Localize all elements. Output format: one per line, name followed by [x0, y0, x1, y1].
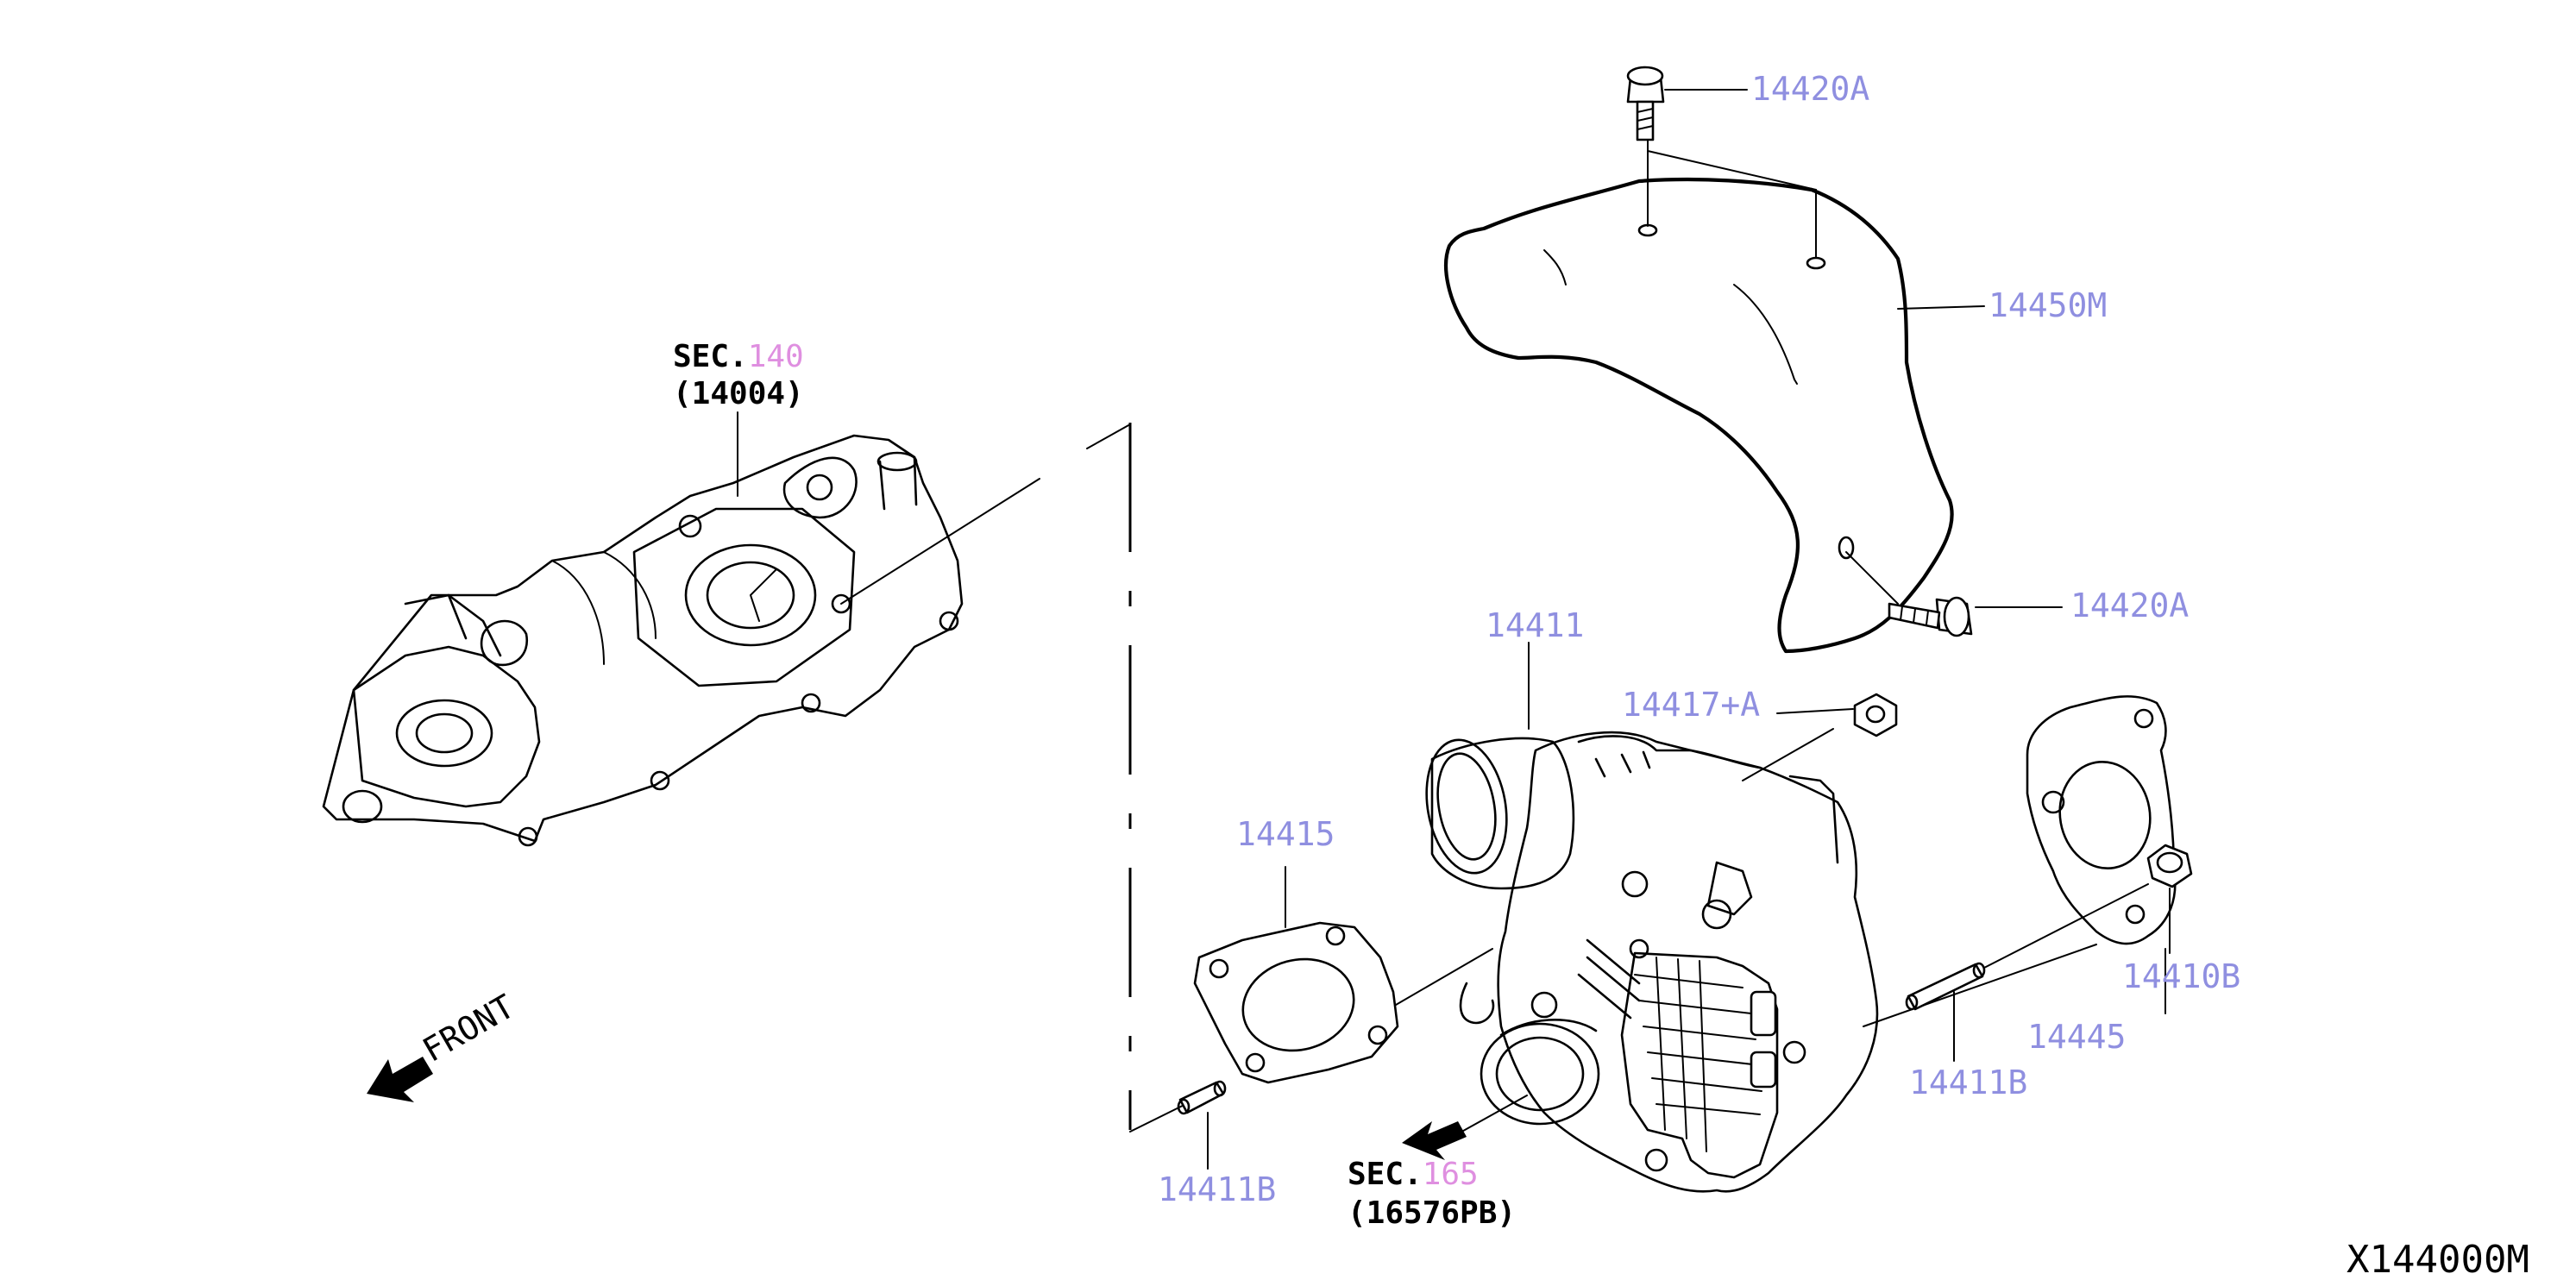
nut-stud-icon	[1853, 693, 1898, 737]
gasket-left	[1193, 921, 1399, 1084]
bolt-right-icon	[1888, 596, 1973, 637]
sec165-part: (16576PB)	[1348, 1195, 1516, 1231]
callout-nut-stud: 14417+A	[1622, 686, 1760, 724]
callout-nut-right: 14410B	[2122, 957, 2240, 995]
stud-left-icon	[1177, 1080, 1227, 1115]
diagram-code: X144000M	[2347, 1238, 2529, 1280]
bolt-top-icon	[1626, 66, 1665, 141]
nut-stud-leader-line	[1776, 708, 1854, 714]
gasket-right	[2026, 695, 2177, 945]
callout-bolt-top: 14420A	[1751, 70, 1869, 108]
nut-stud-to-turbo-line	[1742, 728, 1834, 781]
bolt-right-to-insulator	[1845, 551, 1899, 605]
callout-bolt-right: 14420A	[2070, 587, 2189, 624]
heat-insulator	[1443, 177, 1954, 654]
callout-gasket-right: 14445	[2027, 1018, 2126, 1056]
sec165-prefix: SEC.	[1348, 1157, 1423, 1192]
stud-right-icon	[1905, 962, 1986, 1011]
turbocharger	[1425, 731, 1879, 1193]
insulator-bolt-line-2	[1647, 150, 1817, 191]
stud-right-to-nut-line	[1983, 883, 2149, 969]
sec165-arrow-icon	[1402, 1121, 1467, 1160]
nut-right-icon	[2146, 844, 2193, 888]
front-arrow-icon	[367, 1057, 433, 1102]
callout-gasket-left: 14415	[1236, 815, 1335, 853]
exhaust-manifold	[322, 434, 964, 847]
sec140-prefix: SEC.	[673, 339, 748, 374]
callout-turbocharger: 14411	[1486, 606, 1584, 644]
sec140-number: 140	[748, 339, 804, 374]
separator-top	[1086, 424, 1131, 449]
sec165-leader-line	[1448, 1095, 1528, 1139]
sec140-part: (14004)	[673, 376, 804, 411]
sec140-ref: SEC.140	[673, 339, 804, 374]
callout-stud-right: 14411B	[1909, 1064, 2027, 1101]
front-label: FRONT	[417, 987, 521, 1069]
sec165-ref: SEC.165	[1348, 1157, 1479, 1192]
sec165-number: 165	[1423, 1157, 1479, 1192]
manifold-leader-line	[840, 478, 1040, 605]
insulator-leader-line	[1897, 305, 1985, 310]
callout-heat-insulator: 14450M	[1989, 286, 2107, 324]
turbo-to-gasket-right-line	[1863, 944, 2097, 1027]
turbo-to-gasket-line	[1395, 948, 1493, 1006]
callout-stud-left: 14411B	[1158, 1170, 1276, 1208]
